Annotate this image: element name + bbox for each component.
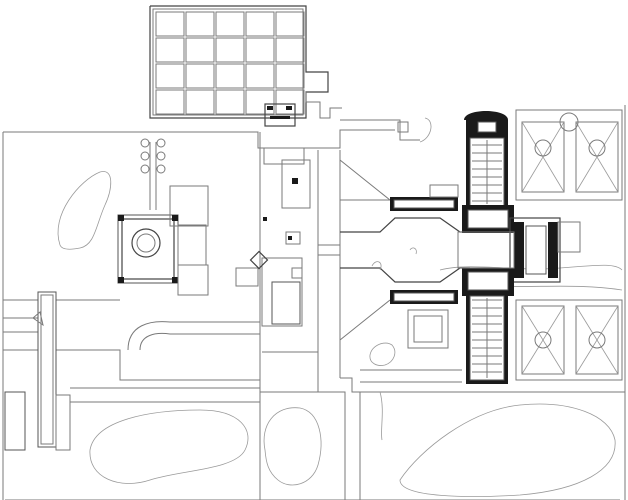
- garden-plot: [185, 63, 215, 89]
- domed-pavilion: [117, 185, 209, 296]
- transverse-wings: [390, 184, 459, 349]
- garden-plot: [275, 11, 305, 37]
- garden-plot: [275, 37, 305, 63]
- garden-plot: [155, 37, 185, 63]
- forecourt-axis: [318, 117, 470, 341]
- garden-plot: [275, 63, 305, 89]
- east-parterre-south: [515, 299, 623, 381]
- garden-plot: [185, 89, 215, 115]
- avenue-trees: [140, 138, 166, 210]
- garden-plot: [185, 11, 215, 37]
- garden-plot: [215, 11, 245, 37]
- garden-plot: [215, 37, 245, 63]
- garden-plot: [245, 37, 275, 63]
- garden-plot: [155, 89, 185, 115]
- garden-plot: [245, 11, 275, 37]
- garden-plot: [215, 89, 245, 115]
- walled-grid-garden: [149, 5, 329, 119]
- garden-plot: [215, 63, 245, 89]
- garden-plot: [155, 63, 185, 89]
- site-boundaries: [2, 105, 626, 500]
- gatehouse: [264, 92, 342, 127]
- garden-plot: [155, 11, 185, 37]
- central-courts: [235, 147, 311, 327]
- ponds-and-lawns: [57, 171, 623, 497]
- garden-plots: [155, 11, 305, 115]
- garden-plot: [275, 89, 305, 115]
- main-palace: [457, 111, 581, 384]
- west-wing-block: [4, 291, 71, 451]
- palace-rooms: [472, 140, 502, 378]
- east-parterre-north: [515, 109, 623, 201]
- garden-plot: [245, 89, 275, 115]
- garden-plot: [185, 37, 215, 63]
- garden-plot: [245, 63, 275, 89]
- pathways: [5, 199, 620, 500]
